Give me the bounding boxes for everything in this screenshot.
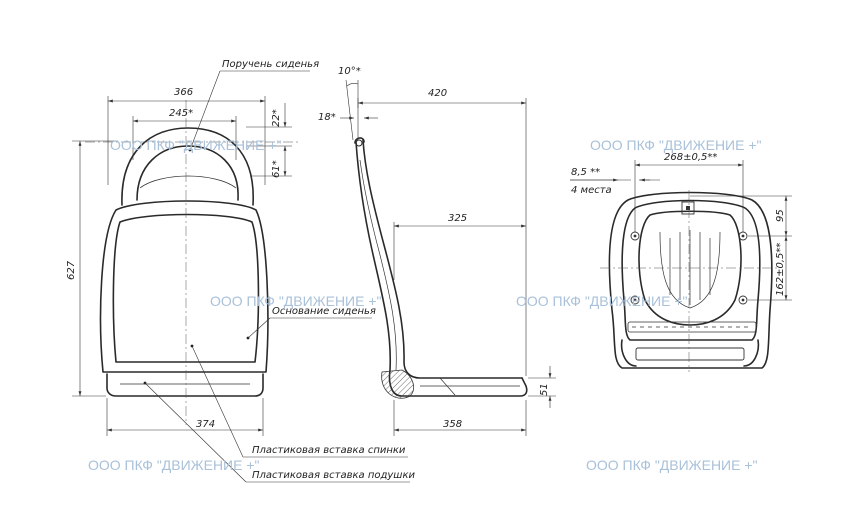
- watermark: ООО ПКФ "ДВИЖЕНИЕ +": [88, 457, 260, 473]
- dim-depth-358: 358: [443, 419, 462, 430]
- bottom-shell-outer: [608, 191, 773, 369]
- dim-width-bottom: 374: [196, 419, 215, 430]
- seat-shell-outline: [99, 200, 269, 373]
- label-seat-base: Основание сиденья: [272, 306, 376, 317]
- front-view: 366 245* 22* 61* 627 374 Поручень сидень…: [66, 59, 415, 483]
- dim-handrail-61: 61*: [271, 160, 282, 178]
- watermark: ООО ПКФ "ДВИЖЕНИЕ +": [590, 137, 762, 153]
- slot-row: [627, 321, 757, 333]
- base-plate: [106, 373, 264, 397]
- section-hatch: [381, 369, 415, 399]
- label-mount-count: 4 места: [571, 185, 612, 196]
- dim-angle: 10°*: [338, 66, 361, 77]
- label-seat-handrail: Поручень сиденья: [222, 59, 319, 70]
- dim-holes-x: 268±0,5**: [664, 152, 717, 163]
- dim-holes-y: 162±0,5**: [775, 243, 786, 296]
- dim-depth-325: 325: [448, 213, 467, 224]
- back-insert-outline: [112, 213, 260, 363]
- dim-height-total: 627: [66, 260, 77, 280]
- dim-side-18: 18*: [318, 112, 336, 123]
- label-cushion-insert: Пластиковая вставка подушки: [252, 470, 415, 481]
- side-profile-inner: [362, 139, 523, 379]
- watermarks: ООО ПКФ "ДВИЖЕНИЕ +" ООО ПКФ "ДВИЖЕНИЕ +…: [88, 137, 762, 473]
- dim-depth-total: 420: [428, 88, 447, 99]
- dim-height-51: 51: [539, 383, 550, 396]
- side-view: 10°* 18* 420 325 358 51: [318, 66, 556, 436]
- dim-hole-95: 95: [775, 209, 786, 222]
- dim-handrail-22: 22*: [271, 109, 282, 127]
- watermark: ООО ПКФ "ДВИЖЕНИЕ +": [516, 293, 688, 309]
- mounting-holes: [630, 231, 748, 305]
- dim-hole-diameter: 8,5 **: [571, 167, 600, 178]
- dim-width-top: 366: [174, 87, 193, 98]
- dim-width-handrail: 245*: [169, 108, 193, 119]
- label-back-insert: Пластиковая вставка спинки: [252, 445, 406, 456]
- watermark: ООО ПКФ "ДВИЖЕНИЕ +": [586, 457, 758, 473]
- side-profile-outer: [355, 141, 528, 397]
- watermark: ООО ПКФ "ДВИЖЕНИЕ +": [210, 293, 382, 309]
- handrail-inner: [136, 145, 239, 201]
- handrail-outer: [121, 127, 254, 206]
- watermark: ООО ПКФ "ДВИЖЕНИЕ +": [110, 137, 282, 153]
- bottom-view: 268±0,5** 8,5 ** 4 места 95 162±0,5**: [570, 152, 792, 372]
